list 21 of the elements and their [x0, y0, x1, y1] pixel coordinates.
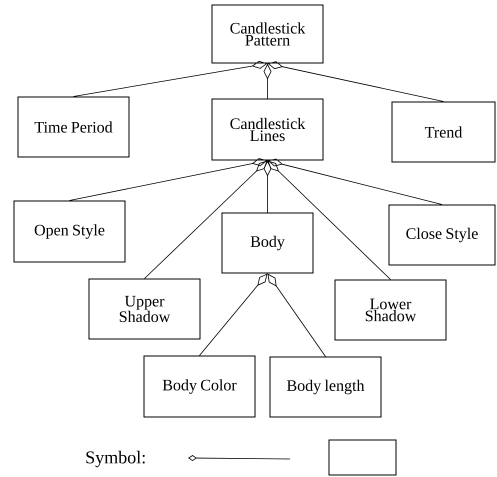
class-box: Candlestick Lines	[212, 98, 324, 160]
class-box: Time Period	[18, 96, 130, 158]
aggregation-line	[268, 61, 444, 102]
class-box: Open Style	[14, 200, 126, 262]
aggregation-line	[264, 160, 272, 213]
class-box: Trend	[392, 102, 496, 162]
aggregation-line	[73, 60, 268, 97]
class-box: Body	[222, 212, 314, 274]
aggregation-line	[69, 158, 268, 201]
class-box: Lower Shadow	[334, 280, 446, 340]
aggregation-line	[268, 158, 442, 205]
symbol-label: Symbol:	[86, 450, 145, 468]
empty-box	[328, 440, 396, 476]
aggregation-line	[199, 274, 268, 356]
class-box: Body length	[270, 356, 382, 418]
class-box: Candlestick Pattern	[212, 4, 324, 64]
aggregation-line	[268, 274, 326, 357]
class-box: Close Style	[388, 204, 496, 266]
class-box: Upper Shadow	[88, 278, 200, 340]
class-box: Body Color	[144, 356, 256, 418]
aggregation-line	[144, 160, 268, 279]
